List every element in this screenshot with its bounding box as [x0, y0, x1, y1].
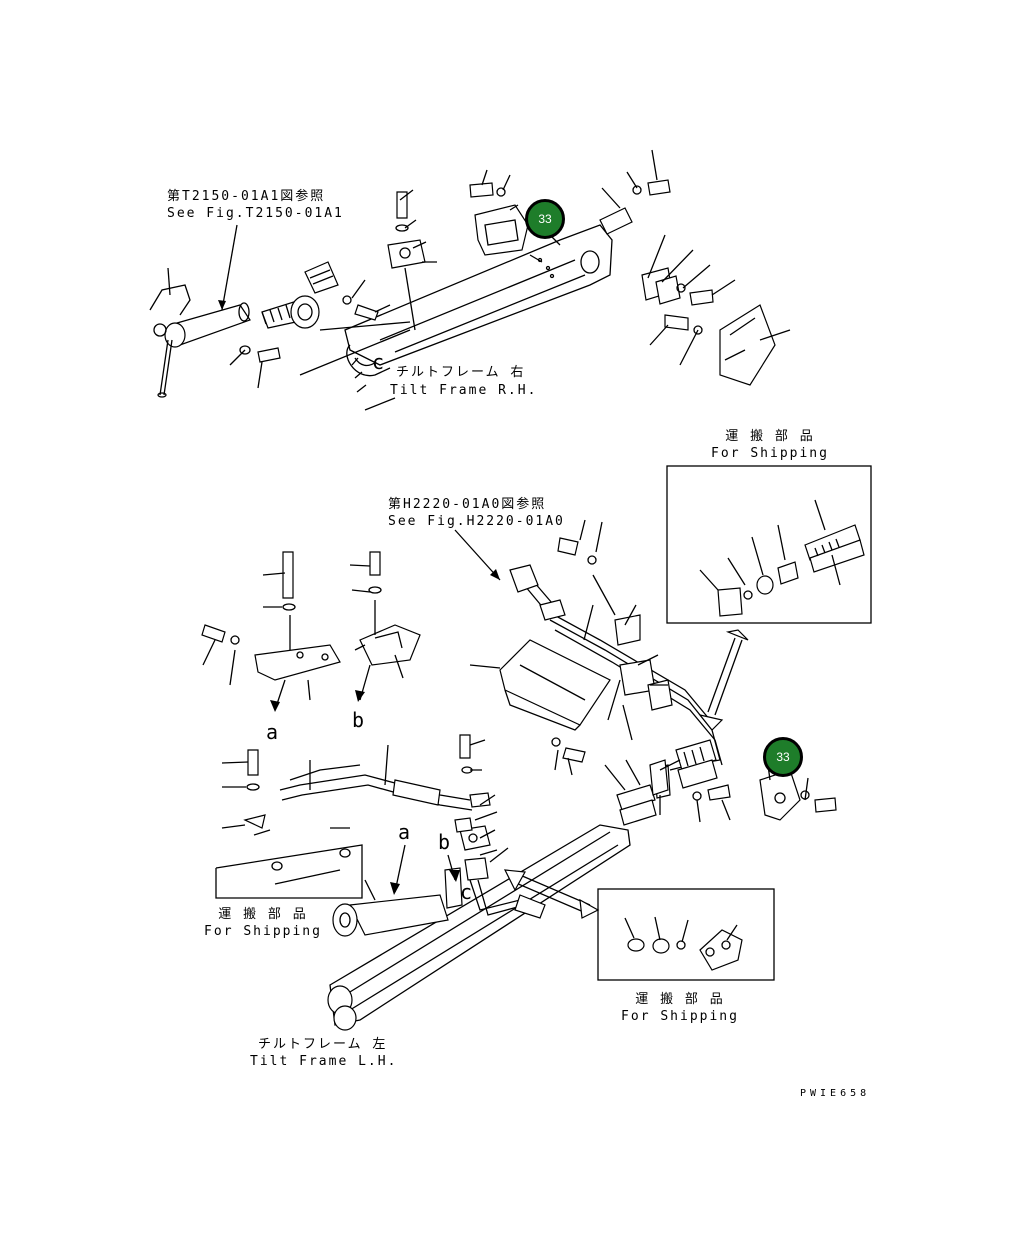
marker-b-upper: b: [352, 708, 365, 732]
tilt-frame-rh-assembly: [149, 149, 791, 411]
ref-mid-jp: 第H2220-01A0図参照: [388, 497, 547, 512]
frame-rh-en: Tilt Frame R.H.: [390, 383, 538, 398]
shipping-label-left-en: For Shipping: [204, 924, 322, 939]
shipping-label-upper-jp: 運 搬 部 品: [725, 429, 815, 444]
callout-badge-33-upper[interactable]: 33: [525, 199, 565, 239]
marker-c-lower: c: [460, 880, 473, 904]
frame-lh-en: Tilt Frame L.H.: [250, 1054, 398, 1069]
ref-top-jp: 第T2150-01A1図参照: [167, 189, 326, 204]
shipping-label-left-jp: 運 搬 部 品: [218, 907, 308, 922]
drawing-id: PWIE658: [800, 1088, 871, 1099]
brackets-a-b: [201, 551, 421, 712]
shipping-box-lower-right: [597, 888, 775, 981]
ref-top-en: See Fig.T2150-01A1: [167, 206, 344, 221]
callout-badge-33-lower[interactable]: 33: [763, 737, 803, 777]
shipping-box-upper-right: [666, 465, 872, 624]
frame-rh-jp: チルトフレーム 右: [396, 365, 526, 380]
marker-b-lower: b: [438, 830, 451, 854]
shipping-label-lower-en: For Shipping: [621, 1009, 739, 1024]
shipping-label-lower-jp: 運 搬 部 品: [635, 992, 725, 1007]
marker-c-upper: c: [372, 350, 385, 374]
frame-lh-jp: チルトフレーム 左: [258, 1037, 388, 1052]
shipping-label-upper-en: For Shipping: [711, 446, 829, 461]
ref-mid-en: See Fig.H2220-01A0: [388, 514, 565, 529]
marker-a-lower: a: [398, 820, 411, 844]
tilt-frame-lh-assembly: [215, 734, 681, 1031]
marker-a-upper: a: [266, 720, 279, 744]
